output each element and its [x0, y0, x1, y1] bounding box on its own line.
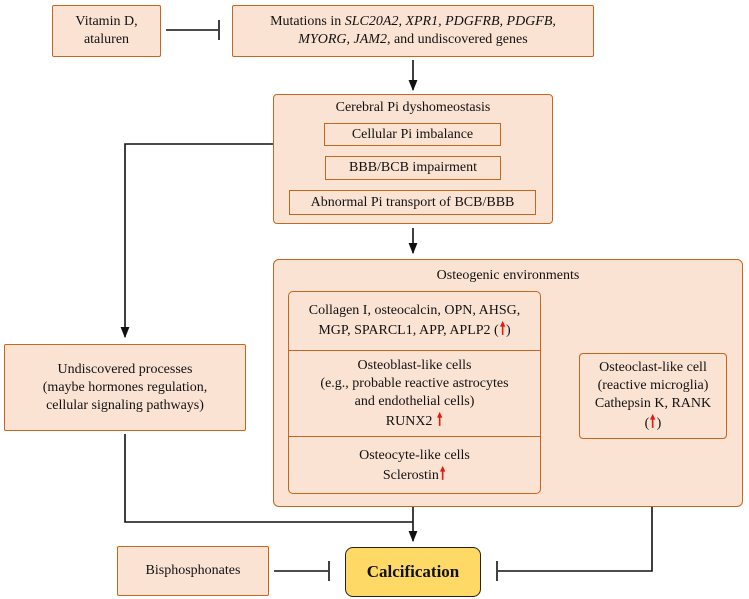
- osteoclast-paren-close: ): [656, 416, 662, 431]
- line-undiscovered-to-calcification: [124, 434, 413, 523]
- vitamin-d-line1: Vitamin D,: [75, 14, 138, 29]
- cellular-pi-imbalance-box: Cellular Pi imbalance: [324, 123, 501, 146]
- proteins-line2-wrap: MGP, SPARCL1, APP, APLP2 (🠕): [318, 320, 510, 340]
- osteoclast-line3: Cathepsin K, RANK: [594, 396, 712, 411]
- proteins-line2: MGP, SPARCL1, APP, APLP2 (: [318, 323, 499, 338]
- proteins-close-paren: ): [506, 323, 511, 338]
- mutations-line1: Mutations in SLC20A2, XPR1, PDGFRB, PDGF…: [270, 13, 556, 31]
- undiscovered-processes-box: Undiscovered processes (maybe hormones r…: [4, 344, 246, 431]
- calcification-label: Calcification: [366, 562, 460, 581]
- proteins-line1: Collagen I, osteocalcin, OPN, AHSG,: [308, 303, 521, 318]
- osteoblast-line1: Osteoblast-like cells: [357, 357, 472, 373]
- osteoclast-marker-row: (🠕): [645, 413, 662, 433]
- sclerostin-row: Sclerostin🠕: [383, 465, 446, 485]
- undiscovered-line1: Undiscovered processes: [57, 361, 193, 377]
- mutations-suffix: , and undiscovered genes: [386, 32, 528, 47]
- increase-arrow-icon: 🠕: [499, 319, 506, 338]
- osteoclast-box: Osteoclast-like cell (reactive microglia…: [579, 353, 727, 439]
- increase-arrow-icon: 🠕: [650, 412, 656, 431]
- abnormal-pi-transport-box: Abnormal Pi transport of BCB/BBB: [289, 190, 536, 215]
- osteocyte-line1: Osteocyte-like cells: [359, 448, 470, 463]
- increase-arrow-icon: 🠕: [439, 464, 446, 483]
- dyshomeostasis-box: Cerebral Pi dyshomeostasis Cellular Pi i…: [273, 94, 553, 224]
- osteogenic-cells-box: Collagen I, osteocalcin, OPN, AHSG, MGP,…: [288, 291, 541, 494]
- osteoblast-line2: (e.g., probable reactive astrocytes: [320, 375, 509, 391]
- vitamin-d-ataluren-box: Vitamin D, ataluren: [52, 5, 161, 57]
- dyshomeostasis-title: Cerebral Pi dyshomeostasis: [335, 100, 491, 115]
- osteogenic-title: Osteogenic environments: [436, 268, 580, 283]
- osteoclast-line2: (reactive microglia): [597, 378, 709, 393]
- bisphosphonates-label: Bisphosphonates: [145, 563, 241, 578]
- mutations-genes-1: SLC20A2, XPR1, PDGFRB, PDGFB,: [344, 14, 556, 29]
- mutations-line2: MYORG, JAM2, and undiscovered genes: [298, 31, 527, 49]
- vitamin-d-line2: ataluren: [83, 32, 130, 47]
- bisphosphonates-box: Bisphosphonates: [117, 546, 269, 596]
- bbb-bcb-impairment-box: BBB/BCB impairment: [325, 156, 501, 180]
- mutations-prefix: Mutations in: [270, 14, 345, 29]
- undiscovered-line3: cellular signaling pathways): [46, 397, 204, 413]
- sclerostin-label: Sclerostin: [382, 468, 439, 483]
- osteoblast-line3: and endothelial cells): [354, 393, 475, 409]
- increase-arrow-icon: 🠕: [436, 409, 443, 429]
- arrow-dyshomeostasis-to-undiscovered: [120, 143, 273, 339]
- calcification-box: Calcification: [345, 547, 481, 597]
- undiscovered-line2: (maybe hormones regulation,: [42, 379, 208, 395]
- osteocyte-section: Osteocyte-like cells Sclerostin🠕: [289, 437, 540, 495]
- proteins-section: Collagen I, osteocalcin, OPN, AHSG, MGP,…: [289, 292, 540, 351]
- runx2-label: RUNX2: [385, 413, 433, 429]
- runx2-row: RUNX2 🠕: [385, 409, 443, 431]
- mutations-box: Mutations in SLC20A2, XPR1, PDGFRB, PDGF…: [232, 5, 594, 57]
- mutations-genes-2: MYORG, JAM2: [298, 32, 387, 47]
- osteoblast-section: Osteoblast-like cells (e.g., probable re…: [289, 351, 540, 437]
- osteoclast-paren-open: (: [644, 416, 650, 431]
- osteoclast-line1: Osteoclast-like cell: [599, 360, 707, 375]
